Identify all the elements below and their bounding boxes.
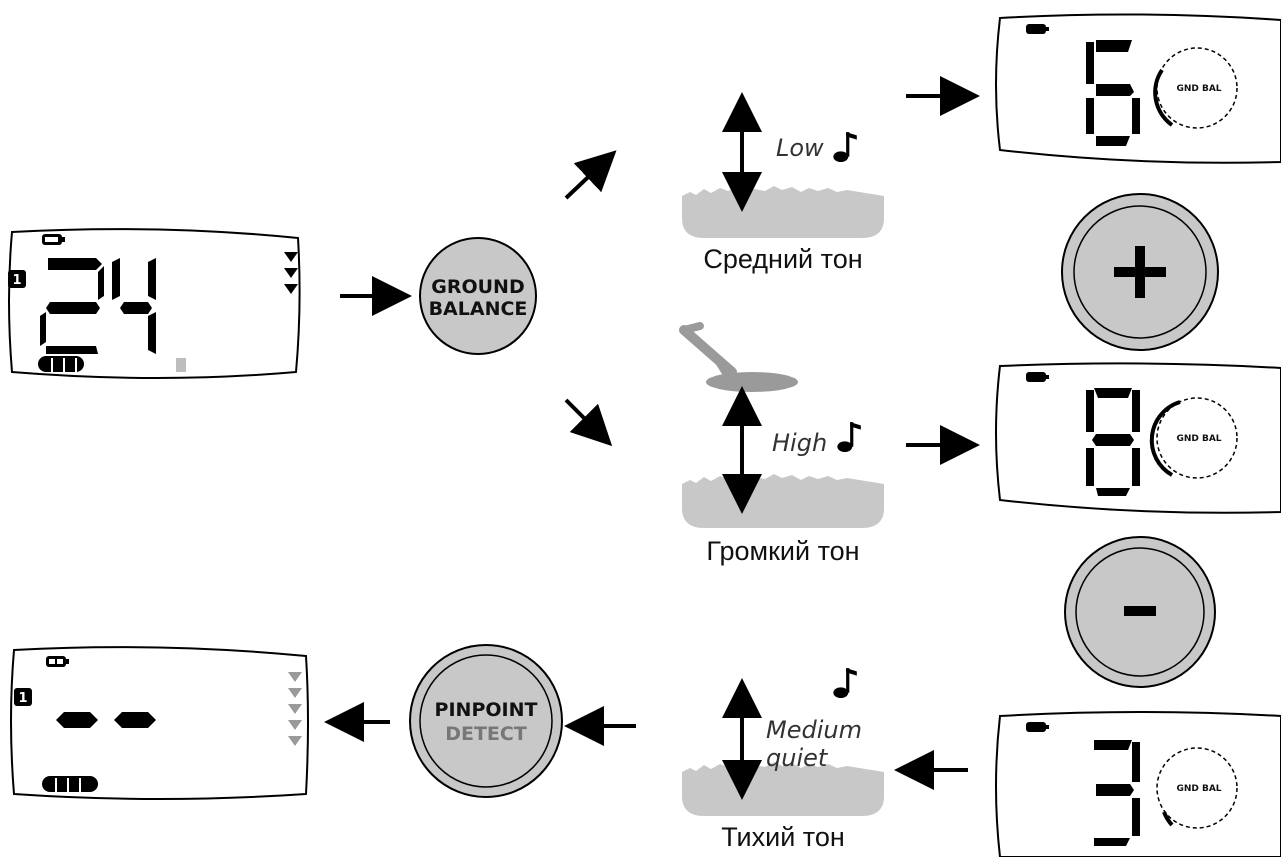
gauge xyxy=(1156,47,1238,129)
minus-button[interactable] xyxy=(1064,536,1216,688)
depth-indicator: 1 xyxy=(14,688,32,706)
ground-balance-line1: GROUND xyxy=(431,276,524,298)
svg-text:1: 1 xyxy=(18,691,27,706)
note-icon xyxy=(833,668,857,698)
dash-segment xyxy=(114,712,156,728)
battery-icon xyxy=(1026,372,1049,382)
quiet-tone-group: Medium quiet Тихий тон xyxy=(682,668,884,852)
gauge-fill xyxy=(1153,68,1174,127)
ground-icon xyxy=(682,186,884,238)
low-tone-group: Low Средний тон xyxy=(682,92,884,274)
battery-icon xyxy=(42,234,65,245)
signal-bars xyxy=(38,356,186,372)
ground-balance-button[interactable]: GROUND BALANCE xyxy=(419,237,537,355)
dash-segment xyxy=(56,712,98,728)
gauge xyxy=(1156,397,1238,479)
signal-bars xyxy=(42,776,98,792)
pinpoint-display: 1 xyxy=(10,646,309,800)
result-display-quiet: GND BAL xyxy=(995,711,1281,857)
plus-button[interactable] xyxy=(1061,193,1219,351)
battery-icon xyxy=(1026,722,1049,732)
arrow-indicators xyxy=(288,672,302,746)
seven-segment-value xyxy=(1086,388,1140,496)
arrow-indicators xyxy=(284,252,298,294)
gnd-bal-label: GND BAL xyxy=(1176,784,1221,794)
flow-arrow xyxy=(564,398,613,447)
seven-segment-value xyxy=(1086,40,1140,146)
low-label: Low xyxy=(776,134,824,162)
metal-detector-icon xyxy=(679,322,798,392)
svg-text:1: 1 xyxy=(12,273,21,288)
high-caption: Громкий тон xyxy=(706,536,859,566)
initial-display: 1 xyxy=(8,228,301,379)
detect-label: DETECT xyxy=(445,723,527,745)
minus-icon xyxy=(1124,606,1156,616)
ground-icon xyxy=(682,474,884,528)
high-tone-group: High Громкий тон xyxy=(679,322,884,566)
quiet-label-line2: quiet xyxy=(766,744,829,772)
note-icon xyxy=(833,132,857,162)
gauge xyxy=(1156,747,1238,829)
depth-indicator: 1 xyxy=(8,270,26,288)
battery-icon xyxy=(1026,24,1049,34)
pinpoint-label: PINPOINT xyxy=(435,699,538,721)
flow-arrow xyxy=(564,150,617,200)
ground-balance-line2: BALANCE xyxy=(429,298,528,320)
gnd-bal-label: GND BAL xyxy=(1176,84,1221,94)
quiet-label-line1: Medium xyxy=(766,716,862,744)
result-display-high: GND BAL xyxy=(995,362,1281,514)
gnd-bal-label: GND BAL xyxy=(1176,434,1221,444)
battery-icon xyxy=(46,656,69,667)
gauge-fill xyxy=(1149,400,1181,477)
result-display-low: GND BAL xyxy=(995,13,1281,164)
gauge-fill xyxy=(1162,811,1174,827)
seven-segment-value xyxy=(40,258,156,354)
pinpoint-detect-button[interactable]: PINPOINT DETECT xyxy=(409,644,563,798)
low-caption: Средний тон xyxy=(703,244,862,274)
quiet-caption: Тихий тон xyxy=(721,822,845,852)
note-icon xyxy=(837,422,861,452)
high-label: High xyxy=(772,429,827,457)
seven-segment-value xyxy=(1094,740,1140,846)
